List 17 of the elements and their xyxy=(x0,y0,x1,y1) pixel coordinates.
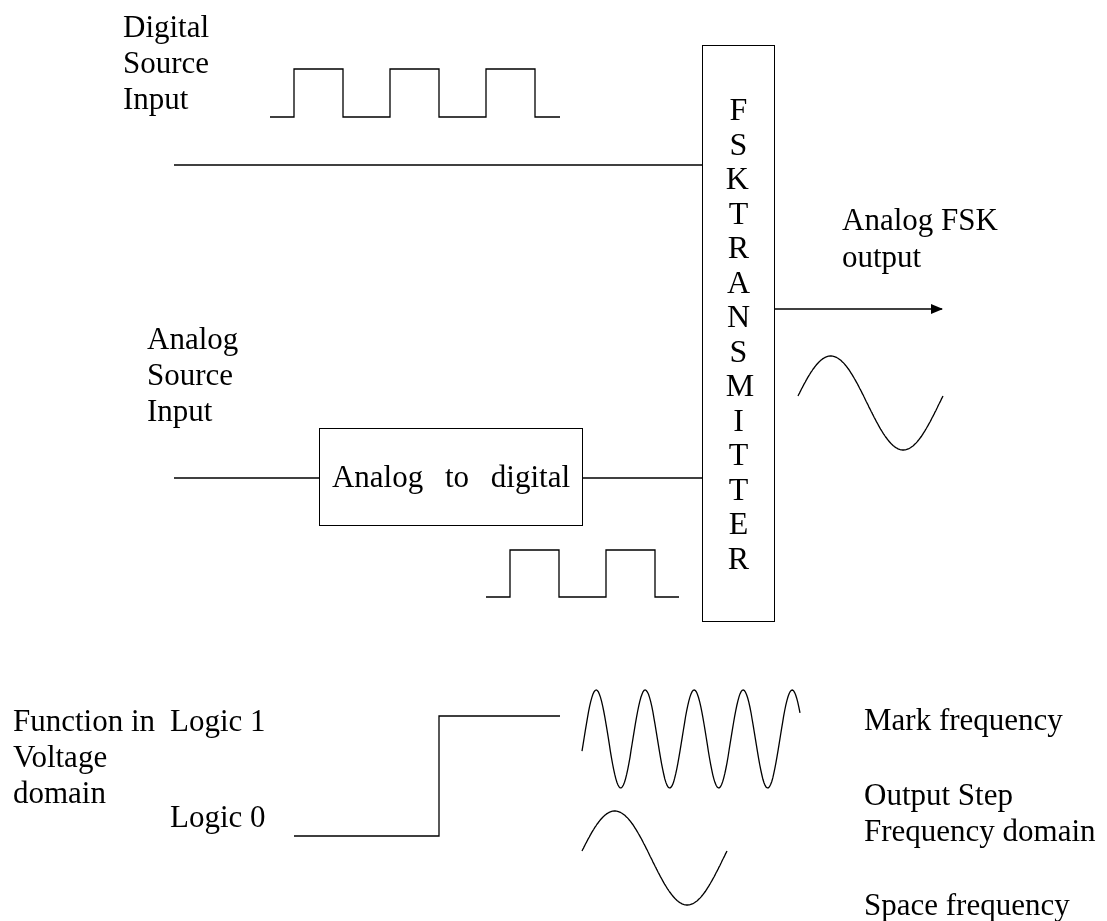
text-label: Function in Voltage domain xyxy=(13,703,157,811)
converter-box xyxy=(319,428,583,526)
block-label: Analog to digital xyxy=(331,457,571,496)
text-label: Space frequency xyxy=(864,887,1071,921)
text-label: Analog FSK output xyxy=(842,201,999,275)
text-label: Logic 0 xyxy=(170,799,267,835)
connector-line xyxy=(173,477,320,479)
transmitter-block xyxy=(702,45,775,622)
text-label: Output Step Frequency domain xyxy=(864,777,1097,849)
text-label: Mark frequency xyxy=(864,702,1064,738)
connector-line xyxy=(582,477,703,479)
connector-line xyxy=(774,304,943,314)
text-label: Logic 1 xyxy=(170,703,267,739)
text-label: Analog Source Input xyxy=(147,321,240,429)
block-label: FSK TRANSMITTER xyxy=(725,92,752,575)
connector-line xyxy=(173,164,703,166)
text-label: Digital Source Input xyxy=(123,9,211,117)
